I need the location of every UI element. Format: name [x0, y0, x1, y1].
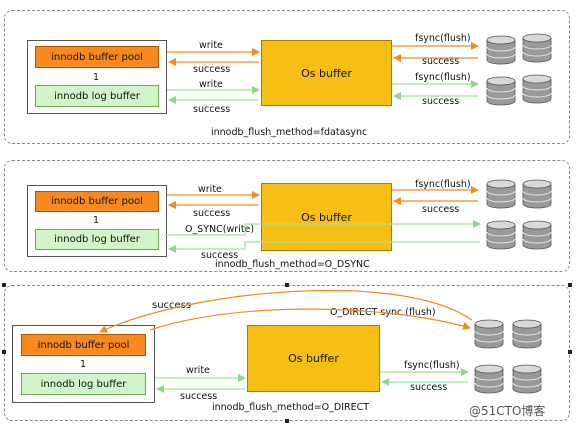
panel-1-success-top-label: success: [193, 64, 231, 75]
selection-handle: [568, 283, 572, 287]
panel-1-success-bottom-label: success: [193, 104, 231, 115]
panel-2-success-top-label: success: [193, 208, 231, 219]
selection-handle: [285, 419, 289, 423]
panel-2-write-top-label: write: [198, 184, 222, 195]
selection-handle: [568, 350, 572, 354]
panel-3-buffer-pool: innodb buffer pool: [21, 334, 146, 356]
panel-3-disks: [474, 319, 542, 394]
panel-2-ratio-label: 1: [93, 215, 100, 226]
panel-2-buffer-pool: innodb buffer pool: [35, 191, 159, 212]
panel-3-arrows: [99, 289, 473, 393]
panel-1-success-right-top-label: success: [422, 56, 460, 67]
panel-1-os-buffer: Os buffer: [261, 40, 392, 106]
panel-1-buffer-pool: innodb buffer pool: [35, 46, 159, 68]
panel-1-fsync-bottom-label: fsync(flush): [415, 72, 471, 83]
panel-2-fsync-label: fsync(flush): [415, 179, 471, 190]
panel-1-write-top-label: write: [199, 40, 223, 51]
panel-2-arrows: [165, 186, 481, 253]
panel-3-caption: innodb_flush_method=O_DIRECT: [212, 402, 370, 413]
panel-1-disks: [486, 33, 552, 106]
watermark: @51CTO博客: [469, 404, 546, 418]
panel-2-os-buffer: Os buffer: [261, 183, 392, 251]
panel-3-success-arc-label: success: [152, 300, 192, 311]
panel-fdatasync: [4, 10, 570, 144]
panel-1-caption: innodb_flush_method=fdatasync: [211, 127, 368, 138]
panel-3-success-right-label: success: [410, 382, 448, 393]
panel-2-disks: [486, 179, 552, 250]
panel-1-success-right-bottom-label: success: [422, 96, 460, 107]
panel-3-fsync-label: fsync(flush): [404, 360, 460, 371]
panel-1-arrows: [167, 42, 479, 104]
panel-2-success-right-label: success: [422, 204, 460, 215]
selection-handle: [285, 283, 289, 287]
panel-2-success-bottom-label: success: [201, 250, 239, 261]
panel-3-os-buffer: Os buffer: [247, 325, 380, 392]
panel-2-caption: innodb_flush_method=O_DSYNC: [215, 259, 370, 270]
panel-1-ratio-label: 1: [93, 72, 100, 83]
panel-1-fsync-top-label: fsync(flush): [415, 33, 471, 44]
panel-1-write-bottom-label: write: [199, 79, 223, 90]
panel-3-log-buffer: innodb log buffer: [21, 373, 146, 395]
panel-3-write-label: write: [186, 365, 210, 376]
panel-3-success-bottom-label: success: [180, 391, 218, 402]
panel-1-log-buffer: innodb log buffer: [35, 85, 159, 107]
selection-handle: [2, 283, 6, 287]
panel-2-osync-label: O_SYNC(write): [185, 224, 255, 235]
panel-3-ratio-label: 1: [80, 359, 87, 370]
panel-2-log-buffer: innodb log buffer: [35, 229, 159, 250]
selection-handle: [2, 350, 6, 354]
panel-odsync: [4, 160, 570, 272]
